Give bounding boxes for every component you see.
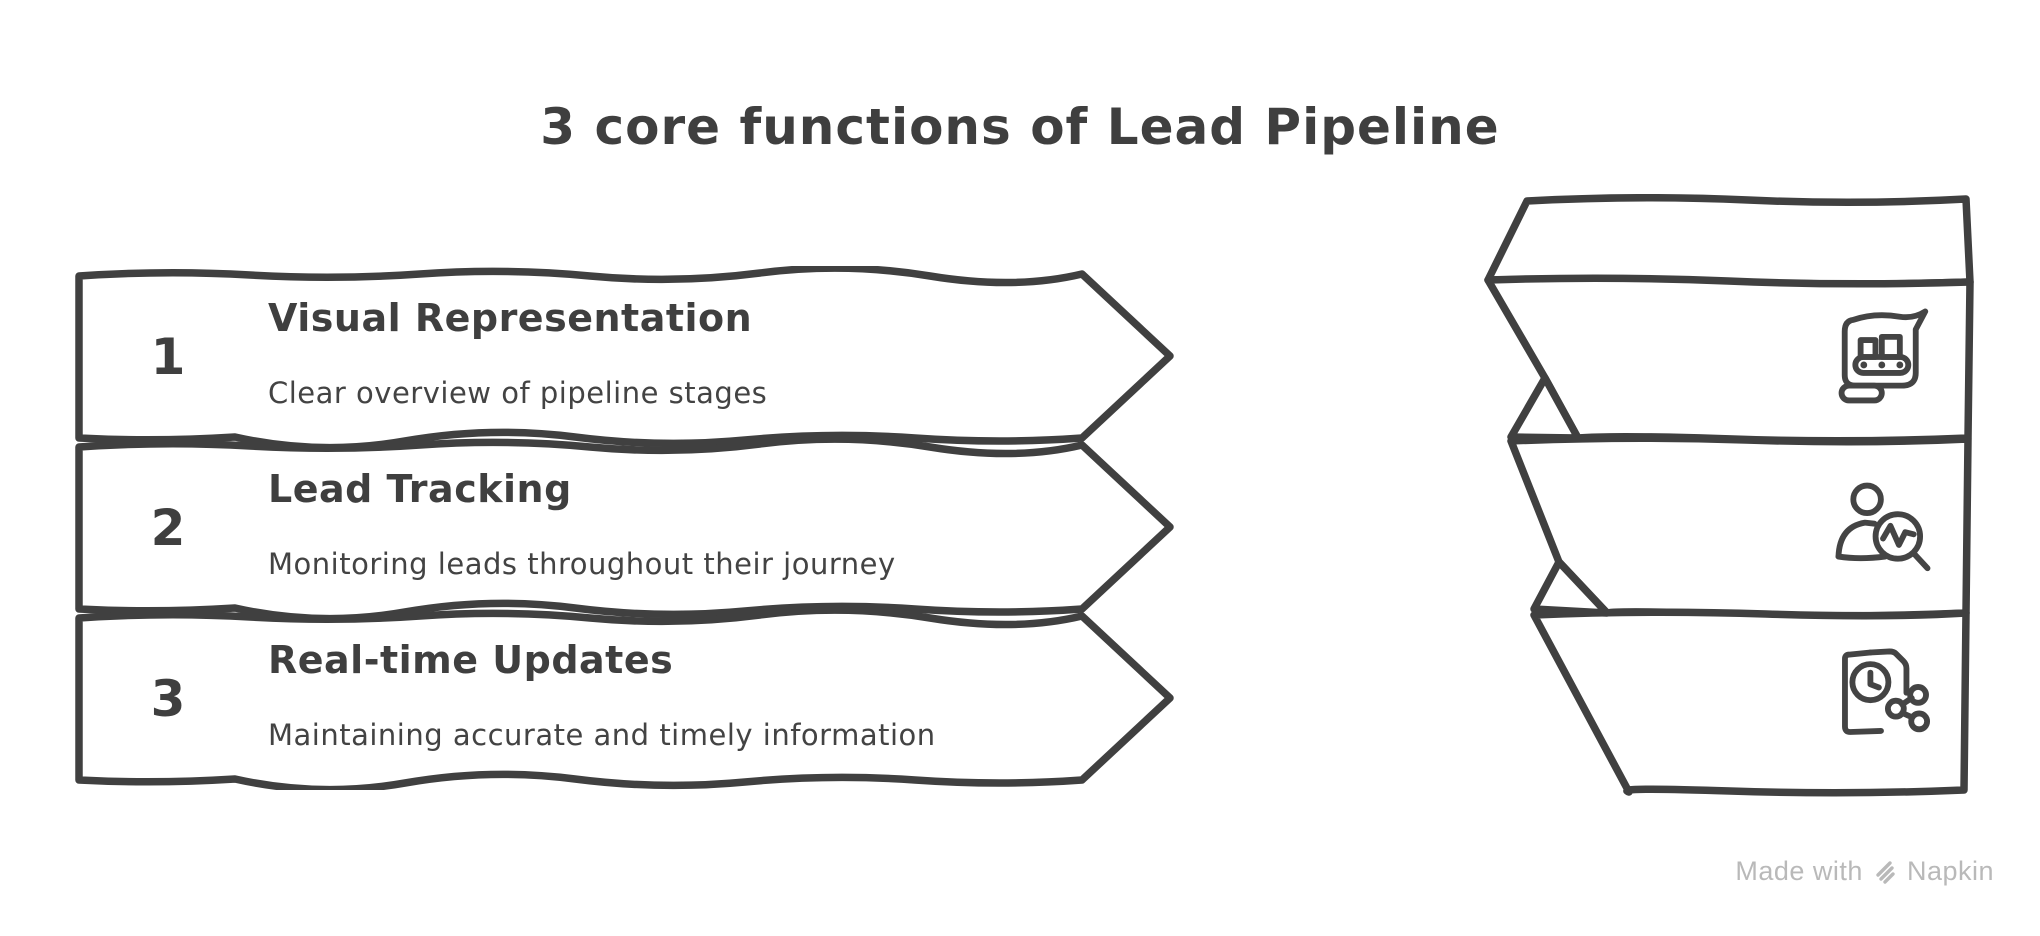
- banner-description: Monitoring leads throughout their journe…: [268, 547, 896, 581]
- brand-label: Napkin: [1906, 856, 1994, 886]
- banner-arrow-shape: [75, 608, 1174, 790]
- banner-title: Lead Tracking: [268, 467, 572, 511]
- ribbon-top-strip: [1484, 194, 1974, 288]
- banner-number: 2: [150, 499, 186, 557]
- banner-number: 3: [150, 670, 186, 728]
- ribbon-fold-triangle-2: [1530, 558, 1611, 617]
- banner-description: Maintaining accurate and timely informat…: [268, 718, 936, 752]
- banner-title: Visual Representation: [268, 296, 753, 340]
- diagram-title: 3 core functions of Lead Pipeline: [540, 98, 1500, 156]
- ribbon-band-3: [1530, 608, 1970, 797]
- napkin-logo-icon: [1876, 860, 1895, 884]
- banner-arrow-shape: [75, 437, 1174, 619]
- banner-step-2: 2 Lead Tracking Monitoring leads through…: [70, 437, 1182, 619]
- banner-step-3: 3 Real-time Updates Maintaining accurate…: [70, 608, 1182, 790]
- person-monitoring-magnifier-icon: [1835, 482, 1931, 572]
- made-with-napkin-footer: Made with Napkin: [1735, 856, 1994, 887]
- banner-title: Real-time Updates: [268, 638, 674, 682]
- banner-number: 1: [150, 328, 186, 386]
- made-with-label: Made with: [1735, 856, 1863, 886]
- banner-description: Clear overview of pipeline stages: [268, 376, 768, 410]
- conveyor-belt-flag-icon: [1838, 308, 1929, 404]
- banner-arrow-shape: [75, 266, 1174, 448]
- document-clock-share-icon: [1842, 648, 1931, 735]
- ribbon-fold-triangle-1: [1507, 374, 1582, 442]
- banner-step-1: 1 Visual Representation Clear overview o…: [70, 266, 1182, 448]
